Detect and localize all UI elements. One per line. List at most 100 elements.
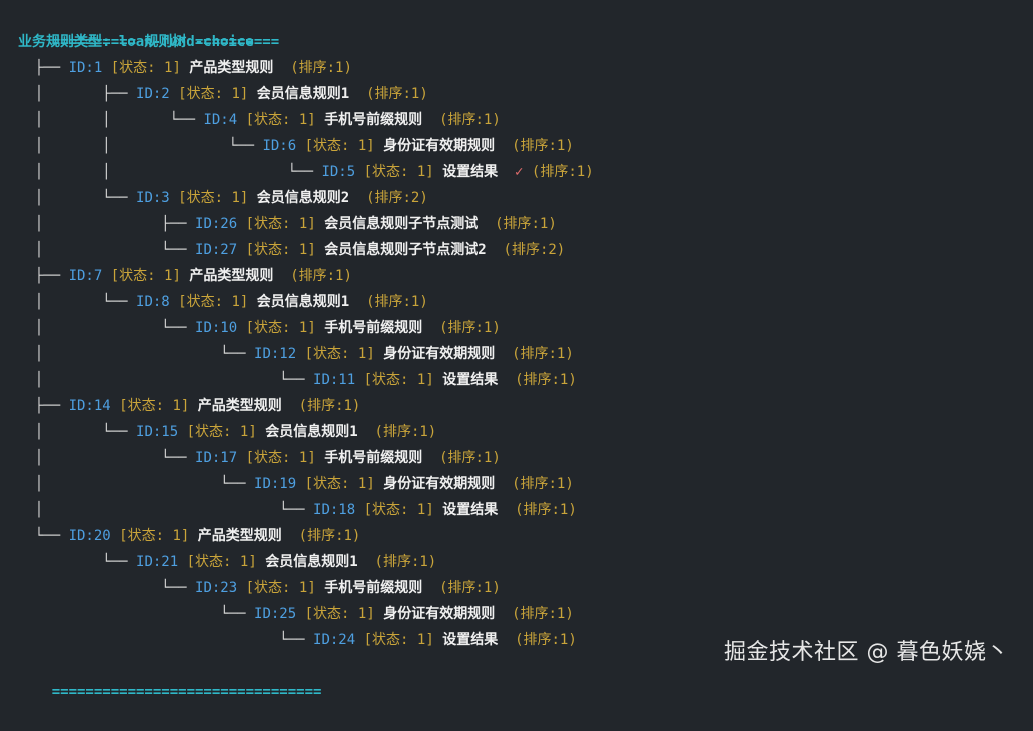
node-order: (排序:2) xyxy=(366,190,428,206)
watermark: 掘金技术社区 @ 暮色妖娆丶 xyxy=(724,640,1009,665)
node-name: 身份证有效期规则 xyxy=(383,476,496,492)
node-name: 设置结果 xyxy=(442,632,499,648)
tree-node-row: └── ID:20 [状态: 1] 产品类型规则 (排序:1) xyxy=(18,523,594,549)
node-status: [状态: 1] xyxy=(304,606,375,622)
node-order: (排序:1) xyxy=(531,164,594,180)
node-id: ID:19 xyxy=(254,476,297,492)
node-name: 手机号前缀规则 xyxy=(324,320,423,336)
node-name: 会员信息规则2 xyxy=(256,190,350,206)
tree-connector: │ │ └── xyxy=(18,164,322,180)
tree-node-row: │ └── ID:19 [状态: 1] 身份证有效期规则 (排序:1) xyxy=(18,471,594,497)
tree-node-row: └── ID:25 [状态: 1] 身份证有效期规则 (排序:1) xyxy=(18,601,594,627)
business-type-label: 业务规则类型: xyxy=(18,34,119,50)
node-name: 身份证有效期规则 xyxy=(383,346,496,362)
node-status: [状态: 1] xyxy=(245,450,316,466)
tree-node-row: │ │ └── ID:4 [状态: 1] 手机号前缀规则 (排序:1) xyxy=(18,107,594,133)
node-status: [状态: 1] xyxy=(110,268,181,284)
node-id: ID:10 xyxy=(195,320,238,336)
tree-title: ========== 规则树 ========== xyxy=(51,34,280,50)
footer-separator: ================================ xyxy=(51,684,322,700)
node-order: (排序:1) xyxy=(290,268,352,284)
node-order: (排序:2) xyxy=(503,242,566,258)
node-status: [状态: 1] xyxy=(363,164,434,180)
tree-connector: │ ├── xyxy=(18,86,137,102)
tree-connector: │ └── xyxy=(18,502,314,518)
node-id: ID:3 xyxy=(136,190,170,206)
node-id: ID:5 xyxy=(321,164,356,180)
tree-connector: │ └── xyxy=(18,450,196,466)
node-id: ID:26 xyxy=(195,216,238,232)
tree-connector: │ └── xyxy=(18,372,314,388)
node-status: [状态: 1] xyxy=(363,502,434,518)
tree-node-row: │ ├── ID:2 [状态: 1] 会员信息规则1 (排序:1) xyxy=(18,81,594,107)
tree-connector: └── xyxy=(18,606,255,622)
node-order: (排序:1) xyxy=(515,632,577,648)
tree-node-row: │ └── ID:10 [状态: 1] 手机号前缀规则 (排序:1) xyxy=(18,315,594,341)
node-name: 产品类型规则 xyxy=(189,60,274,76)
node-name: 会员信息规则子节点测试2 xyxy=(324,242,487,258)
node-order: (排序:1) xyxy=(512,138,574,154)
node-id: ID:27 xyxy=(195,242,238,258)
tree-connector: ├── xyxy=(18,60,69,76)
node-status: [状态: 1] xyxy=(363,632,434,648)
tree-connector: │ └── xyxy=(18,346,255,362)
node-status: [状态: 1] xyxy=(245,216,316,232)
tree-node-row: │ │ └── ID:5 [状态: 1] 设置结果 ✓ (排序:1) xyxy=(18,159,594,185)
node-order: (排序:1) xyxy=(515,502,577,518)
node-name: 产品类型规则 xyxy=(197,528,282,544)
tree-node-row: │ └── ID:15 [状态: 1] 会员信息规则1 (排序:1) xyxy=(18,419,594,445)
node-status: [状态: 1] xyxy=(304,138,375,154)
tree-title-line: ========== 规则树 ========== xyxy=(18,3,594,50)
node-id: ID:7 xyxy=(68,268,103,284)
tree-node-row: │ └── ID:11 [状态: 1] 设置结果 (排序:1) xyxy=(18,367,594,393)
node-id: ID:21 xyxy=(136,554,179,570)
tree-node-row: │ │ └── ID:6 [状态: 1] 身份证有效期规则 (排序:1) xyxy=(18,133,594,159)
node-name: 手机号前缀规则 xyxy=(324,580,423,596)
tree-node-row: └── ID:24 [状态: 1] 设置结果 (排序:1) xyxy=(18,627,594,653)
tree-connector: │ └── xyxy=(18,476,255,492)
node-id: ID:6 xyxy=(262,138,297,154)
node-id: ID:18 xyxy=(313,502,356,518)
tree-node-row: │ └── ID:8 [状态: 1] 会员信息规则1 (排序:1) xyxy=(18,289,594,315)
node-id: ID:14 xyxy=(68,398,111,414)
node-name: 设置结果 xyxy=(442,372,499,388)
node-name: 手机号前缀规则 xyxy=(324,112,423,128)
node-status: [状态: 1] xyxy=(245,320,316,336)
node-name: 会员信息规则1 xyxy=(265,554,358,570)
node-status: [状态: 1] xyxy=(178,190,249,206)
tree-connector: └── xyxy=(18,528,69,544)
tree-node-row: ├── ID:1 [状态: 1] 产品类型规则 (排序:1) xyxy=(18,55,594,81)
node-order: (排序:1) xyxy=(439,112,501,128)
tree-node-row: │ ├── ID:26 [状态: 1] 会员信息规则子节点测试 (排序:1) xyxy=(18,211,594,237)
node-order: (排序:1) xyxy=(290,60,352,76)
node-id: ID:23 xyxy=(195,580,238,596)
node-status: [状态: 1] xyxy=(110,60,181,76)
node-id: ID:1 xyxy=(68,60,103,76)
node-order: (排序:1) xyxy=(515,372,577,388)
node-order: (排序:1) xyxy=(512,346,574,362)
tree-connector: │ ├── xyxy=(18,216,196,232)
node-order: (排序:1) xyxy=(512,606,574,622)
node-order: (排序:1) xyxy=(439,450,501,466)
node-order: (排序:1) xyxy=(366,294,428,310)
tree-node-row: │ └── ID:27 [状态: 1] 会员信息规则子节点测试2 (排序:2) xyxy=(18,237,594,263)
node-status: [状态: 1] xyxy=(304,346,375,362)
node-id: ID:25 xyxy=(254,606,297,622)
node-order: (排序:1) xyxy=(298,398,361,414)
terminal-output: ========== 规则树 ========== 业务规则类型: loan-f… xyxy=(18,3,594,700)
node-id: ID:15 xyxy=(136,424,179,440)
node-status: [状态: 1] xyxy=(363,372,434,388)
business-type-value: loan-fund-choice xyxy=(118,34,254,50)
node-id: ID:4 xyxy=(203,112,238,128)
node-name: 会员信息规则子节点测试 xyxy=(324,216,479,232)
node-name: 身份证有效期规则 xyxy=(383,606,496,622)
node-name: 设置结果 xyxy=(442,164,499,180)
node-status: [状态: 1] xyxy=(245,112,316,128)
node-order: (排序:1) xyxy=(366,86,428,102)
node-order: (排序:1) xyxy=(374,554,437,570)
node-name: 产品类型规则 xyxy=(189,268,274,284)
node-order: (排序:1) xyxy=(439,320,501,336)
node-order: (排序:1) xyxy=(374,424,437,440)
tree-connector: │ └── xyxy=(18,294,137,310)
footer-separator-line: ================================ xyxy=(18,653,594,700)
